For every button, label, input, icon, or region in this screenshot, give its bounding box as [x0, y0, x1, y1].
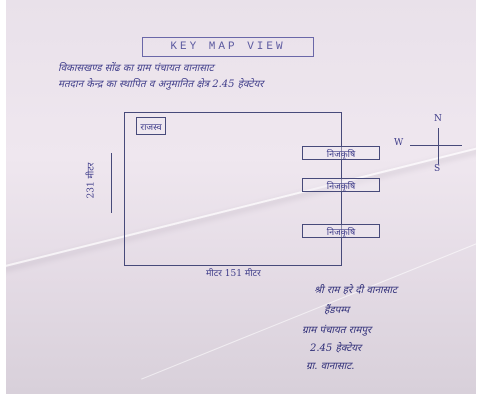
left-dimension-label: 231 मीटर — [86, 162, 97, 199]
north-label: N — [434, 114, 442, 124]
signature-line-4: 2.45 हेक्टेयर — [310, 343, 362, 354]
paper-sheet: KEY MAP VIEW विकासखण्ड सोंढ का ग्राम पंच… — [6, 0, 476, 394]
compass-ew-line — [410, 145, 462, 147]
header-line-1: विकासखण्ड सोंढ का ग्राम पंचायत वानासाट — [58, 63, 214, 74]
signature-line-1: श्री राम हरे दी वानासाट — [314, 285, 398, 296]
south-label: S — [434, 164, 441, 174]
map-title: KEY MAP VIEW — [142, 37, 314, 57]
signature-line-2: हैंडपम्प — [324, 305, 350, 316]
corner-label-box: राजस्व — [136, 117, 166, 135]
header-line-2: मतदान केन्द्र का स्थापित व अनुमानित क्षे… — [58, 79, 264, 90]
left-dimension-line — [111, 153, 113, 213]
side-box-3: निजकृषि — [302, 224, 380, 238]
site-boundary — [124, 112, 342, 266]
side-box-1: निजकृषि — [302, 146, 380, 160]
bottom-dimension-label: मीटर 151 मीटर — [206, 269, 261, 279]
signature-line-3: ग्राम पंचायत रामपुर — [302, 325, 372, 336]
signature-line-5: ग्रा. वानासाट. — [306, 361, 355, 372]
side-box-2: निजकृषि — [302, 178, 380, 192]
west-label: W — [394, 138, 404, 148]
